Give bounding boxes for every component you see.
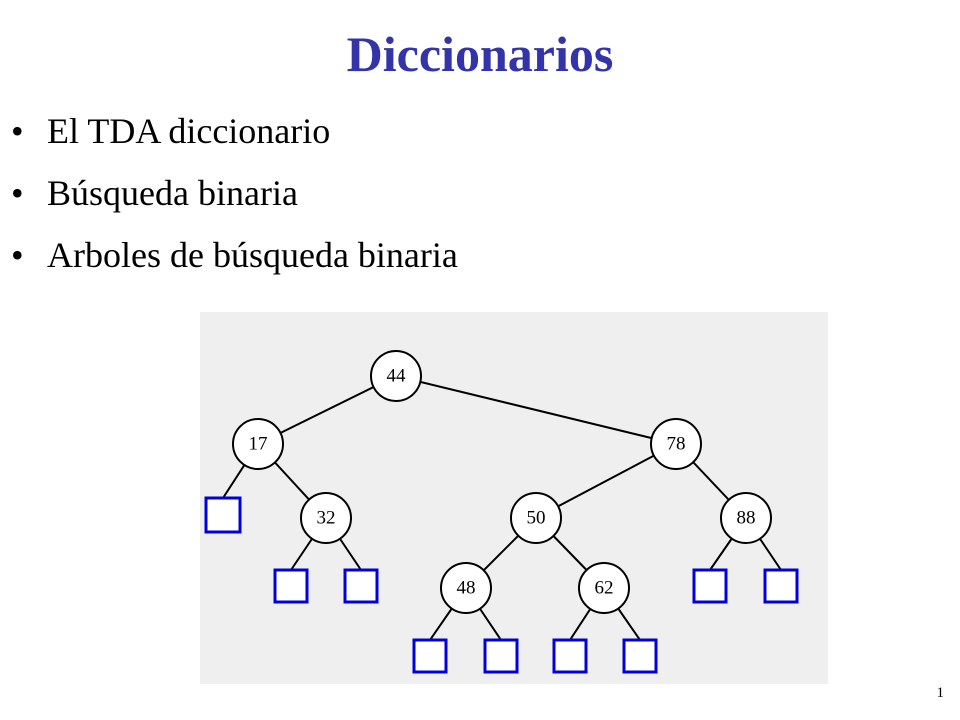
tree-node-44: 44 — [370, 350, 422, 402]
bullet-icon: • — [11, 173, 24, 213]
bullet-icon: • — [11, 235, 24, 275]
node-circle — [510, 492, 562, 544]
node-circle — [650, 418, 702, 470]
tree-node-50: 50 — [510, 492, 562, 544]
node-label: 44 — [387, 366, 407, 387]
slide-title: Diccionarios — [346, 26, 614, 82]
tree-node-88: 88 — [720, 492, 772, 544]
edge-78-50 — [535, 443, 677, 519]
node-circle — [578, 562, 630, 614]
node-label: 88 — [737, 508, 756, 529]
node-circle — [370, 350, 422, 402]
node-circle — [720, 492, 772, 544]
external-node — [692, 568, 728, 604]
tree-node-62: 62 — [578, 562, 630, 614]
bullet-text: Búsqueda binaria — [47, 173, 298, 213]
tree-node-78: 78 — [650, 418, 702, 470]
external-node — [273, 568, 309, 604]
edge-44-78 — [395, 375, 677, 445]
external-node — [622, 638, 658, 674]
node-label: 50 — [527, 508, 546, 529]
bullet-text: Arboles de búsqueda binaria — [47, 235, 458, 275]
slide-number: 1 — [936, 685, 945, 701]
tree-node-32: 32 — [300, 492, 352, 544]
node-circle — [232, 418, 284, 470]
bullet-icon: • — [11, 111, 24, 151]
external-node — [552, 638, 588, 674]
node-circle — [440, 562, 492, 614]
tree-node-17: 17 — [232, 418, 284, 470]
node-label: 17 — [249, 434, 268, 455]
external-node — [483, 638, 519, 674]
binary-search-tree-diagram: 44 17 78 32 50 88 48 62 — [200, 312, 828, 684]
node-label: 48 — [457, 578, 476, 599]
tree-node-48: 48 — [440, 562, 492, 614]
external-node — [204, 496, 242, 534]
external-node — [412, 638, 448, 674]
external-nodes — [204, 496, 799, 674]
node-label: 78 — [667, 434, 686, 455]
external-node — [343, 568, 379, 604]
diagram-background — [200, 312, 828, 684]
external-node — [763, 568, 799, 604]
node-label: 62 — [595, 578, 614, 599]
node-label: 32 — [317, 508, 336, 529]
node-circle — [300, 492, 352, 544]
bullet-text: El TDA diccionario — [47, 111, 331, 151]
